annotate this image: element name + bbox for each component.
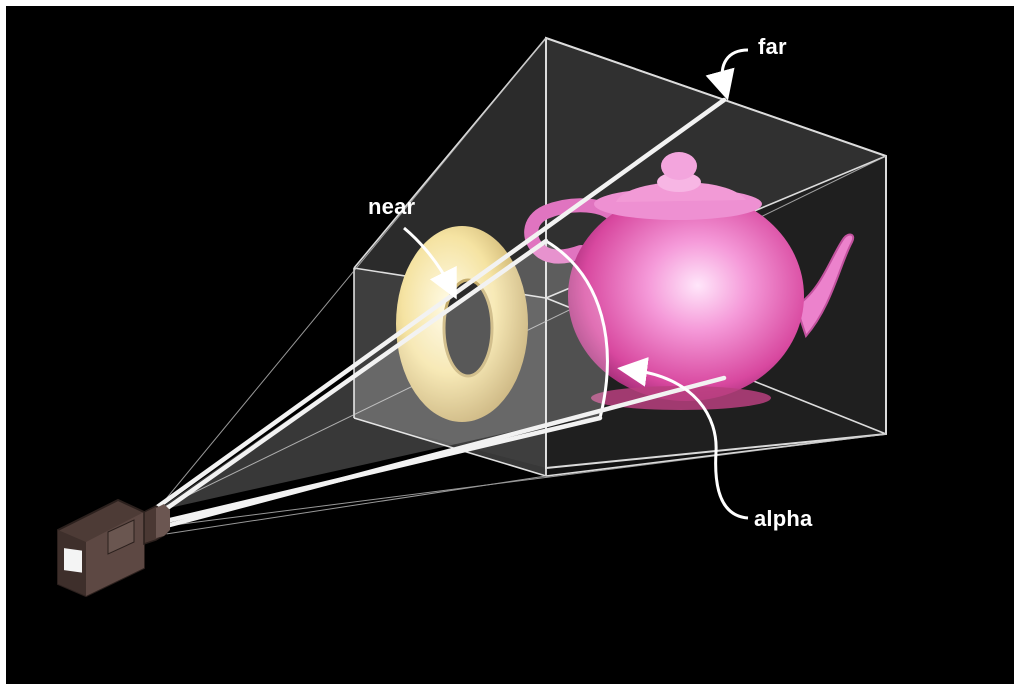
camera-icon [58, 500, 170, 596]
frustum-diagram [6, 6, 1014, 684]
far-arrow [722, 50, 748, 86]
diagram-canvas: far near alpha [6, 6, 1014, 684]
near-label: near [368, 194, 415, 220]
alpha-label: alpha [754, 506, 812, 532]
far-label: far [758, 34, 787, 60]
